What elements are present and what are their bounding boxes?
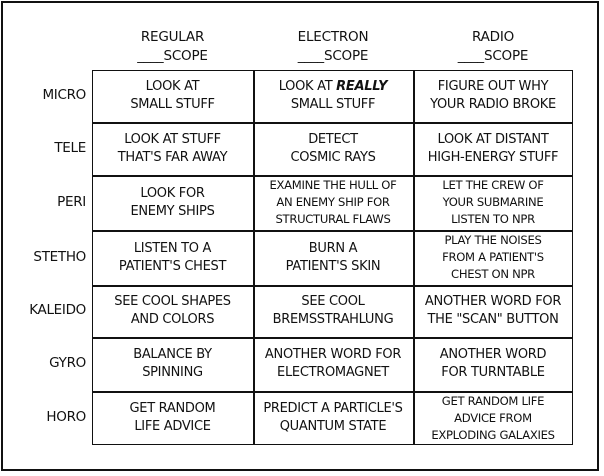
comic-panel-frame (1, 1, 599, 471)
row-header: HORO (46, 409, 86, 425)
row-divider (92, 175, 573, 177)
row-header: PERI (57, 193, 86, 210)
row-header: KALEIDO (29, 302, 86, 318)
row-divider (92, 230, 573, 232)
column-divider (413, 70, 415, 445)
column-header-name: RADIO (471, 29, 515, 45)
scope-grid (92, 70, 573, 445)
column-header-name: REGULAR (140, 29, 205, 45)
column-header: REGULAR ____SCOPE (93, 28, 253, 66)
row-header: TELE (54, 139, 86, 156)
column-header-suffix: ____SCOPE (297, 48, 369, 64)
column-header: ELECTRON ____SCOPE (253, 28, 413, 66)
row-divider (92, 122, 573, 124)
row-divider (92, 285, 573, 287)
column-divider (253, 70, 255, 445)
emphasized-word: REALLY (336, 79, 388, 94)
column-header: RADIO ____SCOPE (413, 28, 573, 66)
row-header: GYRO (49, 355, 86, 371)
column-header-suffix: ____SCOPE (137, 48, 208, 64)
row-divider (92, 391, 573, 393)
row-divider (92, 337, 573, 339)
row-header: STETHO (33, 248, 86, 265)
column-header-name: ELECTRON (297, 29, 369, 45)
column-header-suffix: ____SCOPE (457, 48, 529, 64)
row-header: MICRO (42, 87, 86, 103)
